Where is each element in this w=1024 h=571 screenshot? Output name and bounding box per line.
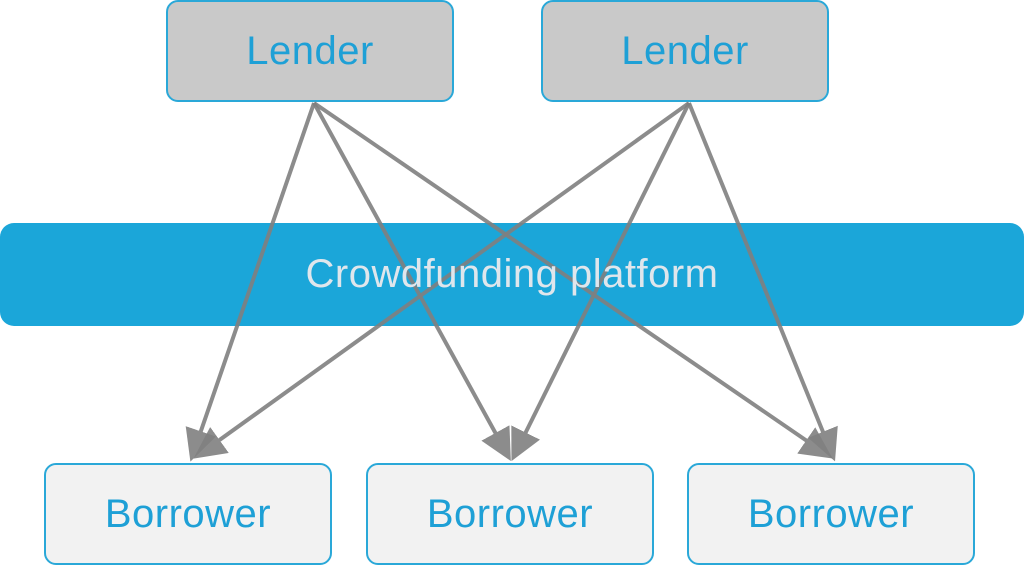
lender-box-1: Lender <box>166 0 454 102</box>
lender-label: Lender <box>621 28 749 73</box>
borrower-label: Borrower <box>426 491 594 536</box>
platform-label: Crowdfunding platform <box>305 252 719 296</box>
borrower-label: Borrower <box>747 491 915 536</box>
lender-box-2: Lender <box>541 0 829 102</box>
crowdfunding-platform-band: Crowdfunding platform <box>0 223 1024 326</box>
borrower-box-1: Borrower <box>44 463 332 565</box>
borrower-label: Borrower <box>104 491 272 536</box>
borrower-box-2: Borrower <box>366 463 654 565</box>
lender-label: Lender <box>246 28 374 73</box>
borrower-box-3: Borrower <box>687 463 975 565</box>
